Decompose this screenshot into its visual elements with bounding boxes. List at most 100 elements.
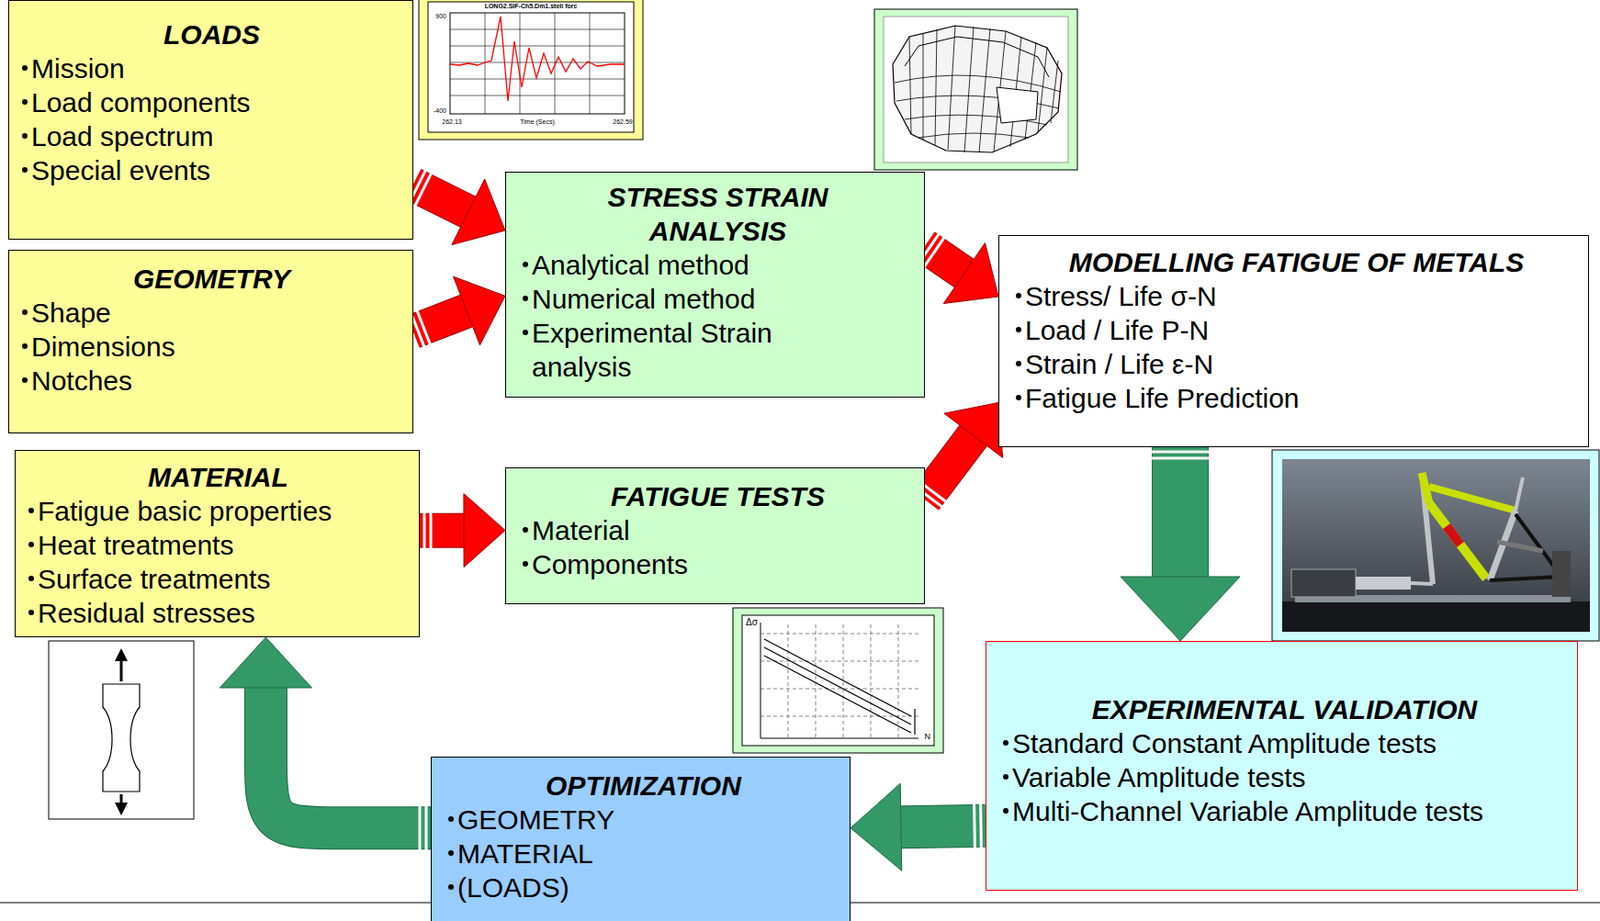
bullet-dot (1002, 808, 1009, 814)
bullet-item: Mission (22, 51, 402, 86)
bullet-text: Shape (31, 295, 112, 330)
bullet-item: Fatigue Life Prediction (1015, 381, 1578, 416)
arrow-shaft (419, 514, 464, 548)
bullet-dot (1002, 740, 1009, 746)
process-box: MODELLING FATIGUE OF METALSStress/ Life … (998, 235, 1589, 448)
tail-stripe (1150, 450, 1210, 453)
chart-label: -400 (433, 107, 447, 114)
tail-stripe (415, 172, 432, 206)
chart-frame (732, 608, 944, 754)
bullet-text: Experimental Strain analysis (531, 315, 835, 384)
bullet-dot (22, 133, 28, 139)
chart-grid (450, 12, 625, 114)
bullet-item: Variable Amplitude tests (1002, 760, 1567, 795)
chart-axes (760, 622, 919, 739)
bullet-text: Standard Constant Amplitude tests (1012, 726, 1437, 761)
mesh-rim (904, 36, 1049, 78)
bullet-text: Surface treatments (37, 562, 271, 597)
bullet-dot (22, 343, 28, 350)
actuator-rod (1410, 583, 1433, 585)
test-rig-photo (1272, 450, 1600, 642)
bullet-text: GEOMETRY (457, 802, 615, 837)
seat-post (1515, 477, 1523, 511)
bullet-text: Residual stresses (37, 596, 256, 631)
arrowhead (463, 494, 506, 568)
chart-ground (742, 615, 935, 746)
chart-label: 262.59 (612, 118, 632, 125)
bullet-text: Components (531, 547, 688, 582)
bullet-item: Special events (22, 153, 402, 188)
bullet-dot (28, 609, 34, 616)
bullet-dot (522, 295, 529, 302)
process-box: LOADSMissionLoad componentsLoad spectrum… (8, 0, 414, 240)
process-box: STRESS STRAIN ANALYSISAnalytical methodN… (505, 171, 925, 398)
arrowhead (1120, 576, 1240, 642)
bullet-text: Analytical method (531, 247, 750, 282)
head-tube (1421, 473, 1430, 504)
process-box: EXPERIMENTAL VALIDATIONStandard Constant… (985, 641, 1578, 891)
sn-chart (732, 608, 944, 754)
box-heading: STRESS STRAIN ANALYSIS (580, 180, 857, 248)
fe-mesh-figure (874, 9, 1078, 170)
bullet-dot (522, 329, 529, 336)
block-arrow (410, 276, 506, 348)
chart-grid (760, 624, 919, 739)
block-arrow (850, 783, 986, 871)
photo-frame (1272, 450, 1600, 642)
bullet-dot (522, 561, 529, 567)
box-heading: FATIGUE TESTS (522, 479, 913, 514)
bullet-dot (522, 527, 529, 533)
arrow-shaft (924, 246, 965, 273)
tail-stripe (923, 236, 946, 268)
bullet-dot (448, 816, 454, 823)
bullet-dot (28, 507, 34, 514)
bullet-text: Notches (31, 363, 133, 398)
bullet-item: Fatigue basic properties (28, 494, 408, 529)
bullet-item: (LOADS) (448, 870, 839, 905)
bullet-item: Experimental Strain analysis (522, 315, 835, 384)
arrow-outline (1151, 447, 1209, 577)
arrow-outline (924, 246, 965, 273)
bullet-item: Load components (22, 85, 402, 120)
bullet-text: Stress/ Life σ-N (1025, 279, 1217, 314)
load-signal (450, 16, 625, 102)
arrowhead (943, 243, 999, 305)
arrowhead (850, 783, 902, 871)
block-arrow (1120, 447, 1240, 642)
load-history-chart (418, 0, 643, 140)
bullet-item: Multi-Channel Variable Amplitude tests (1002, 794, 1567, 829)
bullet-dot (1002, 774, 1009, 780)
bullet-dot (522, 261, 529, 268)
arrow-outline (419, 513, 464, 549)
chart-label: Δσ (745, 618, 758, 628)
box-heading: MODELLING FATIGUE OF METALS (1015, 245, 1578, 280)
shock (1497, 541, 1544, 552)
block-arrow (409, 169, 506, 245)
bullet-text: Mission (31, 51, 125, 86)
block-arrow (918, 234, 999, 305)
down-tube (1429, 503, 1487, 579)
bullet-dot (22, 65, 28, 71)
bullet-text: Dimensions (31, 329, 176, 364)
chart-frame (418, 0, 643, 140)
tail-stripe (972, 803, 977, 849)
arrow-shaft (413, 184, 469, 213)
bullet-item: Notches (22, 363, 402, 398)
sn-curves (764, 639, 915, 735)
arrowhead (219, 637, 312, 688)
bullet-item: Material (522, 513, 913, 548)
tail-stripe (422, 512, 426, 550)
tail-stripe (425, 805, 429, 851)
figure-frame (48, 641, 194, 820)
bullet-text: Material (531, 513, 631, 548)
bullet-item: Load spectrum (22, 119, 402, 154)
bullet-text: Load components (31, 85, 251, 120)
bullet-item: Analytical method (522, 247, 835, 282)
block-arrow (419, 494, 506, 568)
bullet-dot (28, 575, 34, 582)
photo-ground (1282, 459, 1590, 632)
bullet-text: Load / Life P-N (1025, 313, 1209, 348)
figure-frame (874, 9, 1078, 170)
specimen-figure (48, 641, 194, 820)
bullet-dot (1015, 326, 1022, 333)
